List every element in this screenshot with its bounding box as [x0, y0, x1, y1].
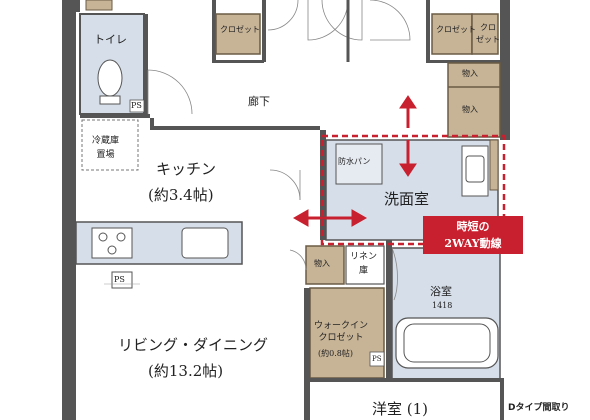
bathtub	[395, 317, 499, 369]
corridor-label: 廊下	[248, 95, 270, 108]
fridge-space	[81, 119, 139, 171]
storage-top1-label: 物入	[462, 69, 478, 78]
callout-line-1: 時短の	[456, 220, 490, 233]
closet-top2-label: クロゼット	[436, 25, 476, 34]
bath-size: 1418	[432, 301, 453, 310]
east-wall-upper	[500, 0, 510, 140]
ps-label-2: PS	[114, 275, 125, 284]
top-closet-2	[431, 13, 473, 55]
linen-closet	[345, 245, 385, 285]
western-room-label: 洋室 (1)	[372, 400, 429, 418]
two-way-route-highlight	[320, 134, 506, 246]
two-way-route-callout: 時短の 2WAY動線	[423, 216, 523, 254]
ps-label-3: PS	[372, 355, 382, 363]
wic-size: (約0.8帖)	[318, 349, 353, 358]
linen-label: リネン 庫	[350, 252, 378, 276]
washpan-label: 防水パン	[338, 157, 371, 166]
fridge-label: 冷蔵庫 置場	[92, 136, 120, 160]
living-label: リビング・ダイニング	[118, 336, 269, 354]
closet-top1-label: クロゼット	[220, 25, 260, 34]
ps-label-1: PS	[131, 101, 142, 110]
kitchen-size: (約3.4帖)	[148, 186, 214, 204]
washroom-label: 洗面室	[384, 190, 430, 208]
storage-mid-label: 物入	[314, 259, 330, 268]
living-size: (約13.2帖)	[148, 362, 224, 380]
storage-top2-label: 物入	[462, 105, 478, 114]
storage-top	[447, 62, 501, 138]
toilet-label: トイレ	[94, 33, 127, 46]
wic-label: ウォークイン クロゼット	[314, 321, 369, 343]
route-arrows	[292, 95, 417, 227]
kitchen-label: キッチン	[156, 160, 217, 178]
top-closet-1	[215, 13, 261, 55]
plan-caption: Dタイプ間取り	[508, 403, 570, 413]
top-closet-3	[471, 13, 499, 55]
callout-line-2: 2WAY動線	[444, 237, 502, 250]
storage-mid	[305, 245, 345, 285]
washpan	[335, 143, 383, 185]
bath-label: 浴室	[430, 285, 452, 298]
west-wall	[62, 0, 76, 420]
toilet-icon	[97, 59, 123, 97]
closet-top3-label: クロ ゼット	[476, 23, 500, 44]
